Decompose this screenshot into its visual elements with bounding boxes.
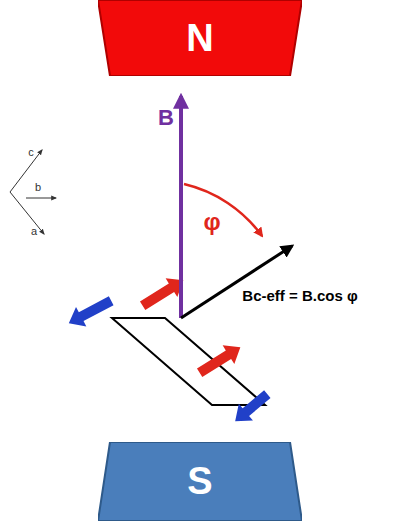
angle-label: φ [203,209,220,235]
sample-plate [112,318,265,405]
axis-label: b [35,181,41,193]
axis-label: a [31,225,37,237]
north-pole: N [98,0,302,76]
south-pole: S [98,442,302,521]
pole-label: S [98,442,302,521]
axis-label: c [28,146,34,158]
effective-field-vector [181,246,292,318]
field-vector [179,96,183,318]
angle-arc [184,184,262,236]
axes-symbol [10,150,56,234]
pole-label: N [98,0,302,76]
magnet-outline [98,0,302,76]
field-label: B [158,106,174,130]
magnet-outline [98,442,302,521]
effective-field-label: Bc-eff = B.cos φ [239,287,360,306]
